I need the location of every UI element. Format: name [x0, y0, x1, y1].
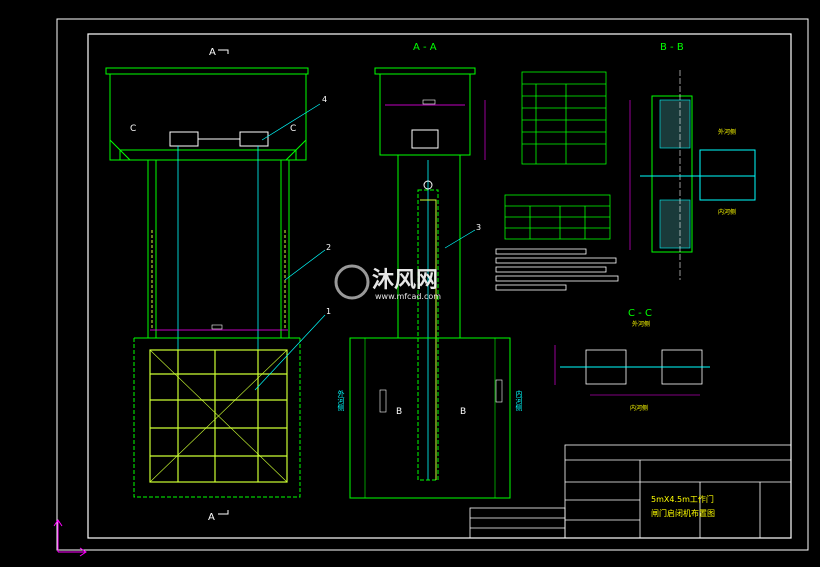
title-line-2: 闸门启闭机布置图 — [651, 508, 715, 518]
notes-lines — [495, 248, 619, 291]
label-downstream-side: 内河侧 — [515, 389, 523, 412]
view-a-elevation: A C C — [105, 47, 331, 523]
hoist-machine-left — [169, 131, 199, 147]
material-table-lower — [504, 194, 611, 240]
mark-b-right: B — [460, 407, 466, 417]
mark-c-right: C — [290, 124, 296, 134]
cc-downstream-label: 内河侧 — [630, 404, 648, 412]
watermark-logo-icon — [334, 264, 370, 300]
cc-upstream-label: 外河侧 — [632, 320, 650, 328]
callout-4: 4 — [322, 95, 327, 104]
title-block — [469, 444, 792, 539]
section-aa-label: A - A — [413, 42, 437, 53]
section-cc-label: C - C — [628, 308, 652, 319]
gate-leaf — [149, 349, 288, 483]
watermark-brand: 沐风网 — [372, 268, 438, 293]
watermark-url: www.mfcad.com — [375, 292, 441, 301]
callout-2: 2 — [326, 243, 331, 252]
hoist-machine-section — [411, 129, 439, 149]
outer-border — [56, 18, 809, 551]
section-cc: C - C 外河侧 内河侧 — [554, 308, 710, 412]
material-table-upper — [521, 71, 607, 165]
title-line-1: 5mX4.5m工作门 — [651, 494, 714, 504]
bb-upstream-label: 外河侧 — [718, 128, 736, 136]
view-a-label: A — [209, 47, 216, 58]
ucs-axis-icon — [53, 519, 87, 557]
mark-a-bottom: A — [208, 512, 215, 523]
label-upstream-side: 外河侧 — [337, 389, 345, 412]
mark-b-left: B — [396, 407, 402, 417]
section-bb: B - B 外河侧 内河侧 — [629, 42, 756, 280]
watermark: 沐风网 www.mfcad.com — [334, 264, 441, 301]
callout-1: 1 — [326, 307, 331, 316]
mark-c-left: C — [130, 124, 136, 134]
section-bb-label: B - B — [660, 42, 684, 53]
callout-3: 3 — [476, 223, 481, 232]
section-aa: A - A 3 B B 外河侧 内河侧 — [337, 42, 523, 499]
inner-border — [87, 33, 792, 539]
bb-downstream-label: 内河侧 — [718, 208, 736, 216]
